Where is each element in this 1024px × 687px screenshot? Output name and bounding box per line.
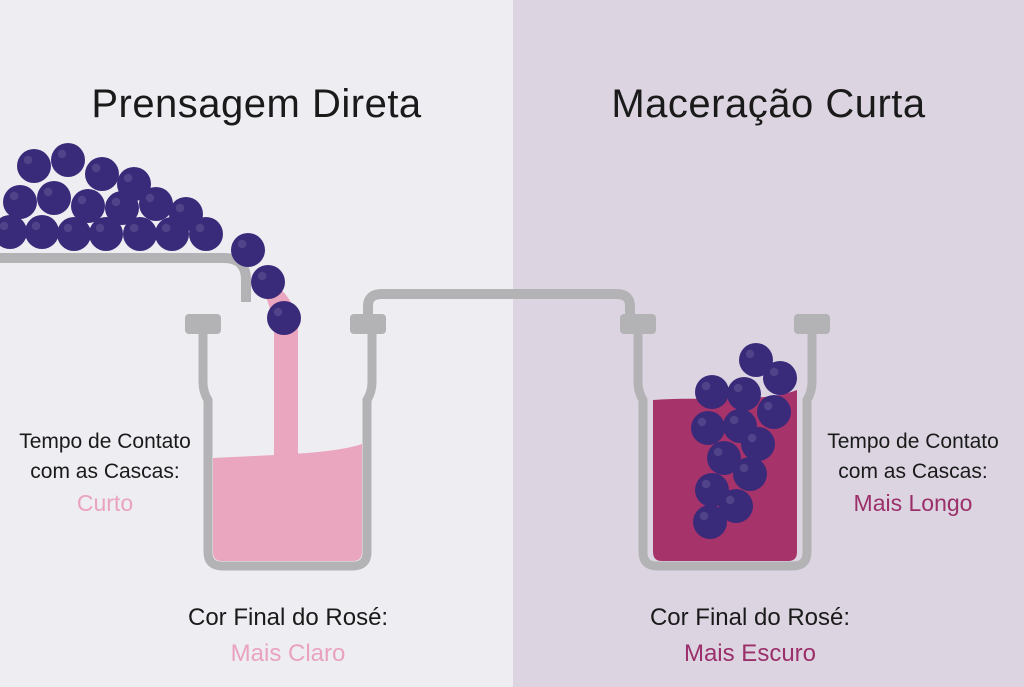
grape-icon xyxy=(719,489,753,523)
grape-highlight xyxy=(697,417,707,427)
grape-icon xyxy=(0,215,27,249)
left-result-value: Mais Claro xyxy=(230,640,346,667)
grape-icon xyxy=(37,181,71,215)
grape-press-icon xyxy=(0,253,251,302)
left-contact-label-line2: com as Cascas: xyxy=(30,460,180,483)
right-contact-label-line1: Tempo de Contato xyxy=(827,430,999,453)
grape-highlight xyxy=(237,239,247,249)
grape-highlight xyxy=(195,223,205,233)
grape-highlight xyxy=(729,415,739,425)
grape-highlight xyxy=(91,163,101,173)
right-result-label: Cor Final do Rosé: xyxy=(649,604,851,631)
grape-highlight xyxy=(175,203,185,213)
grape-highlight xyxy=(699,511,709,521)
grape-icon xyxy=(695,375,729,409)
grape-highlight xyxy=(739,463,749,473)
grape-icon xyxy=(733,457,767,491)
grape-highlight xyxy=(0,221,9,231)
right-contact-value: Mais Longo xyxy=(853,490,973,516)
right-title: Maceração Curta xyxy=(611,82,926,126)
grape-icon xyxy=(251,265,285,299)
grape-highlight xyxy=(725,495,735,505)
grape-highlight xyxy=(733,383,743,393)
grape-highlight xyxy=(769,367,779,377)
grape-highlight xyxy=(111,197,121,207)
grape-highlight xyxy=(43,187,53,197)
grape-highlight xyxy=(23,155,33,165)
grape-highlight xyxy=(77,195,87,205)
right-contact-label: Tempo de Contato com as Cascas: xyxy=(802,427,1024,487)
grape-highlight xyxy=(745,349,755,359)
grape-icon xyxy=(89,217,123,251)
grape-highlight xyxy=(273,307,283,317)
left-result-label: Cor Final do Rosé: xyxy=(188,604,389,631)
grape-highlight xyxy=(257,271,267,281)
grape-highlight xyxy=(95,223,105,233)
right-contact-label-line2: com as Cascas: xyxy=(838,460,988,483)
connector-pipe-icon xyxy=(363,289,635,318)
grape-icon xyxy=(189,217,223,251)
grape-icon xyxy=(707,441,741,475)
grape-icon xyxy=(691,411,725,445)
grape-pile xyxy=(0,143,301,335)
grape-highlight xyxy=(123,173,133,183)
left-contact-value: Curto xyxy=(76,490,134,516)
grape-icon xyxy=(727,377,761,411)
grape-icon xyxy=(757,395,791,429)
grape-icon xyxy=(57,217,91,251)
grape-icon xyxy=(139,187,173,221)
grape-highlight xyxy=(701,479,711,489)
grape-icon xyxy=(155,217,189,251)
grape-highlight xyxy=(129,223,139,233)
grape-highlight xyxy=(701,381,711,391)
grape-icon xyxy=(693,505,727,539)
grape-icon xyxy=(51,143,85,177)
grape-icon xyxy=(739,343,773,377)
grape-highlight xyxy=(763,401,773,411)
left-panel xyxy=(0,0,513,687)
grape-highlight xyxy=(747,433,757,443)
grape-icon xyxy=(85,157,119,191)
grape-icon xyxy=(3,185,37,219)
grape-icon xyxy=(695,473,729,507)
grape-icon xyxy=(763,361,797,395)
grape-icon xyxy=(123,217,157,251)
grape-icon xyxy=(25,215,59,249)
grape-cluster xyxy=(691,343,797,539)
grape-icon xyxy=(741,427,775,461)
left-title: Prensagem Direta xyxy=(91,82,422,126)
grape-highlight xyxy=(9,191,19,201)
grape-highlight xyxy=(57,149,67,159)
grape-icon xyxy=(105,191,139,225)
right-panel xyxy=(513,0,1024,687)
grape-highlight xyxy=(713,447,723,457)
grape-highlight xyxy=(161,223,171,233)
grape-highlight xyxy=(31,221,41,231)
grape-icon xyxy=(17,149,51,183)
jar-light-rose-icon xyxy=(185,314,386,571)
grape-highlight xyxy=(145,193,155,203)
grape-icon xyxy=(267,301,301,335)
left-contact-label-line1: Tempo de Contato xyxy=(19,430,191,453)
left-contact-label: Tempo de Contato com as Cascas: xyxy=(0,427,210,487)
right-result-value: Mais Escuro xyxy=(683,640,817,667)
grape-icon xyxy=(71,189,105,223)
grape-icon xyxy=(231,233,265,267)
grape-highlight xyxy=(63,223,73,233)
